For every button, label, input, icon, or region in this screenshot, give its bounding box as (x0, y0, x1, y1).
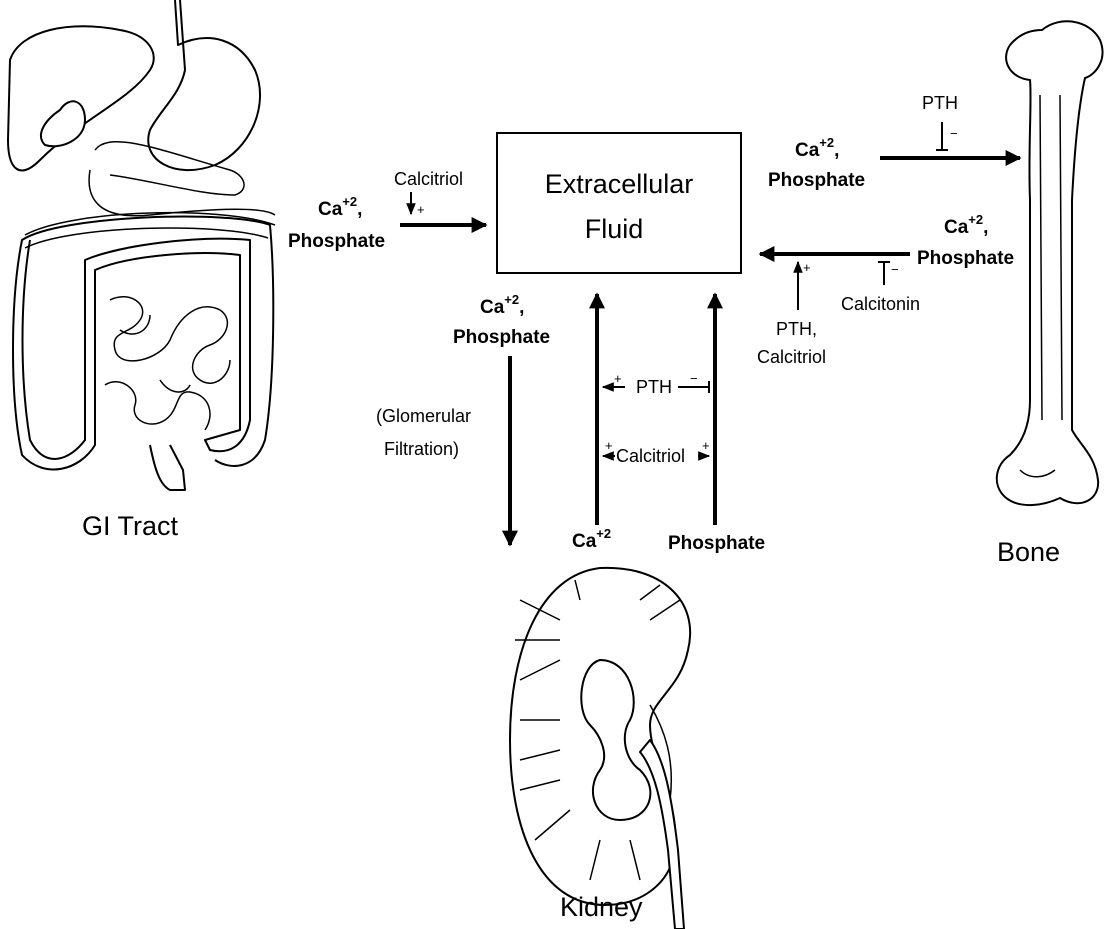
bone-label: Bone (997, 537, 1060, 567)
gi-to-ecf-flow: Ca+2, Phosphate Calcitriol + (288, 169, 486, 252)
ecf-label-line1: Extracellular (545, 169, 694, 199)
filtration-ca-label: Ca+2, (480, 292, 524, 318)
bone-illustration: Bone (997, 21, 1103, 567)
bone-pth-comma-label: PTH, (776, 319, 817, 339)
bone-ecf-phosphate-label: Phosphate (917, 248, 1014, 269)
bone-calcitriol-label: Calcitriol (757, 347, 826, 367)
gi-tract-illustration: GI Tract (8, 0, 275, 541)
gi-tract-label: GI Tract (82, 511, 179, 541)
reabsorption-phosphate-label: Phosphate (668, 533, 765, 554)
kidney-pth-minus: − (690, 371, 698, 386)
ecf-to-bone-flow: Ca+2, Phosphate PTH − (768, 93, 1020, 191)
bone-calcitonin-label: Calcitonin (841, 294, 920, 314)
bone-pth-label: PTH (922, 93, 958, 113)
ecf-to-kidney-flow: Ca+2, Phosphate (Glomerular Filtration) (376, 292, 550, 545)
gi-calcitriol-plus: + (417, 202, 425, 217)
reabsorption-ca-label: Ca+2 (572, 526, 611, 552)
ecf-bone-ca-label: Ca+2, (795, 135, 839, 161)
filtration-phosphate-label: Phosphate (453, 327, 550, 348)
ecf-bone-phosphate-label: Phosphate (768, 170, 865, 191)
extracellular-fluid-box: Extracellular Fluid (497, 133, 741, 273)
kidney-pth-label: PTH (636, 377, 672, 397)
bone-to-ecf-flow: Ca+2, Phosphate + PTH, Calcitriol − Calc… (757, 212, 1014, 367)
gi-ca-label: Ca+2, (318, 194, 362, 220)
gi-phosphate-label: Phosphate (288, 231, 385, 252)
kidney-illustration: Kidney (510, 568, 690, 929)
bone-pth-calcitriol-plus: + (803, 260, 811, 275)
kidney-to-ecf-flow: Ca+2 Phosphate PTH + − Calcitriol + + (572, 294, 765, 554)
bone-calcitonin-minus: − (891, 262, 899, 277)
kidney-label: Kidney (560, 892, 643, 922)
ecf-label-line2: Fluid (585, 214, 644, 244)
kidney-pth-plus: + (614, 371, 622, 386)
bone-ecf-ca-label: Ca+2, (944, 212, 988, 238)
kidney-calcitriol-label: Calcitriol (616, 446, 685, 466)
kidney-calcitriol-plus-left: + (605, 438, 613, 453)
gi-calcitriol-label: Calcitriol (394, 169, 463, 189)
kidney-calcitriol-plus-right: + (702, 438, 710, 453)
glomerular-label-line1: (Glomerular (376, 406, 471, 426)
bone-pth-minus: − (950, 126, 958, 141)
glomerular-label-line2: Filtration) (384, 439, 459, 459)
